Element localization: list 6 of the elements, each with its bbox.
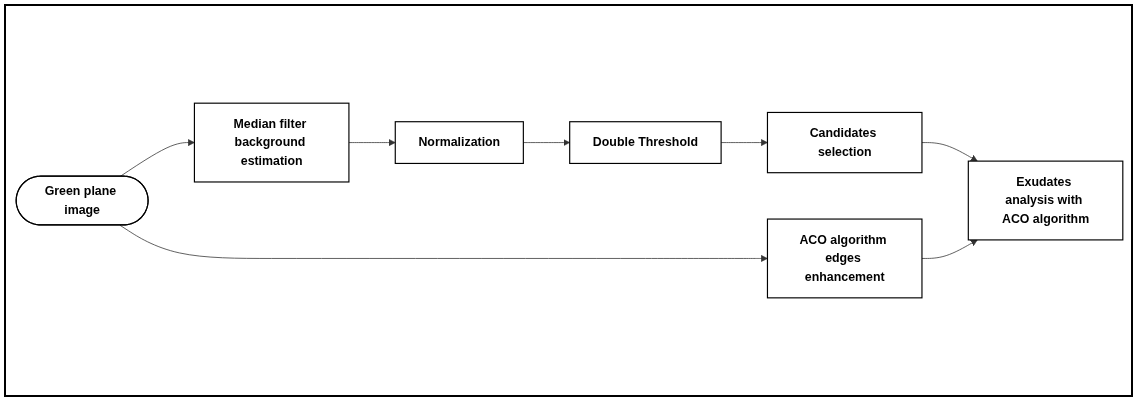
node-box: ACO algorithm edges enhancement [766, 218, 923, 299]
node-box: Normalization [394, 121, 524, 164]
node-box: Double Threshold [569, 121, 722, 164]
node-box: Median filter background estimation [193, 102, 350, 183]
node-box: Candidates selection [766, 111, 923, 174]
node-box: Exudates analysis with ACO algorithm [967, 160, 1124, 241]
